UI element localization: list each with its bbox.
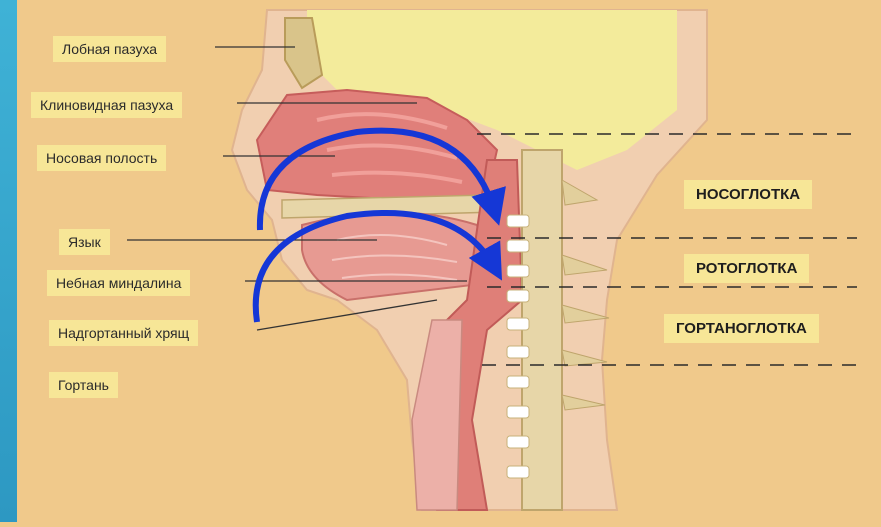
- label-palatine-tonsil: Небная миндалина: [47, 270, 190, 296]
- region-nasopharynx: НОСОГЛОТКА: [684, 180, 812, 209]
- anatomy-figure: Лобная пазуха Клиновидная пазуха Носовая…: [17, 0, 881, 522]
- region-laryngopharynx: ГОРТАНОГЛОТКА: [664, 314, 819, 343]
- label-nasal-cavity: Носовая полость: [37, 145, 166, 171]
- label-sphenoid-sinus: Клиновидная пазуха: [31, 92, 182, 118]
- label-epiglottis: Надгортанный хрящ: [49, 320, 198, 346]
- side-accent-strip: [0, 0, 17, 522]
- label-larynx: Гортань: [49, 372, 118, 398]
- region-oropharynx: РОТОГЛОТКА: [684, 254, 809, 283]
- label-tongue: Язык: [59, 229, 110, 255]
- label-frontal-sinus: Лобная пазуха: [53, 36, 166, 62]
